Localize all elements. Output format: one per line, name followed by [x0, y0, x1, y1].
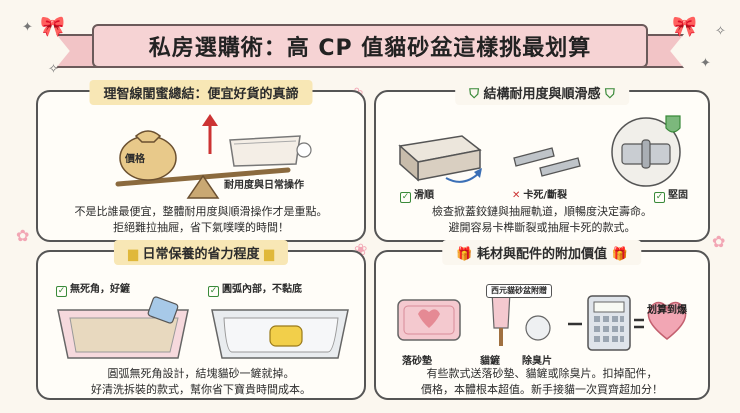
sturdy-label-text: 堅固	[668, 190, 688, 201]
durability-caption-2: 避開容易卡榫斷裂或抽屜卡死的款式。	[448, 221, 636, 234]
cleaning-panel: ▆ 日常保養的省力程度 ▆ ✓無死角，好鏟 ✓圓弧內部，不黏底 圓弧無死角設計，…	[36, 240, 366, 400]
accessories-panel-title: 🎁 耗材與配件的附加價值 🎁	[442, 240, 642, 265]
flower-icon: ✿	[712, 232, 726, 251]
durability-title-text: 結構耐用度與順滑感	[483, 87, 601, 102]
gift-icon: 🎁	[611, 247, 628, 262]
bow-icon: 🎀	[672, 14, 697, 38]
no-corner-label-text: 無死角，好鏟	[70, 284, 130, 295]
sparkle-icon: ✧	[48, 62, 59, 77]
durability-label: 耐用度與日常操作	[224, 180, 304, 191]
accessories-title-text: 耗材與配件的附加價值	[476, 247, 608, 262]
no-corner-label: ✓無死角，好鏟	[56, 280, 130, 297]
cleaning-illustration	[57, 296, 349, 359]
accessories-caption-2: 價格，本體根本超值。新手接貓一次買齊超加分！	[421, 383, 663, 396]
round-label-text: 圓弧內部，不黏底	[222, 284, 302, 295]
stuck-label: ✕卡死/斷裂	[512, 186, 567, 201]
cleaning-panel-title: ▆ 日常保養的省力程度 ▆	[113, 240, 289, 265]
sponge-icon: ▆	[264, 247, 275, 262]
price-tag-label: 價格	[125, 154, 145, 165]
heart-text: 划算到爆	[647, 305, 687, 316]
heart-icon	[647, 301, 687, 340]
shield-icon: ⛉	[469, 87, 479, 102]
cleaning-caption-1: 圓弧無死角設計，結塊貓砂一鏟就掉。	[107, 367, 295, 380]
shield-icon: ⛉	[605, 87, 615, 102]
gift-icon: 🎁	[456, 247, 473, 262]
smooth-label-text: 滑順	[414, 190, 434, 201]
sparkle-icon: ✧	[715, 24, 726, 39]
durability-panel: ⛉ 結構耐用度與順滑感 ⛉ ✓滑順 ✕卡死/斷裂 ✓堅固 檢查掀蓋鉸鏈與抽屜軌道…	[374, 80, 710, 242]
cleaning-title-text: 日常保養的省力程度	[142, 247, 260, 262]
cross-icon: ✕	[512, 190, 521, 201]
page-title: 私房選購術：高 CP 值貓砂盆這樣挑最划算	[148, 36, 592, 61]
round-label: ✓圓弧內部，不黏底	[208, 280, 302, 297]
cleaning-caption-2: 好清洗拆裝的款式，幫你省下寶貴時間成本。	[91, 383, 311, 396]
freebie-tag: 西元貓砂盆附贈	[486, 284, 552, 298]
scoop-label: 貓鏟	[480, 356, 500, 367]
title-banner: 私房選購術：高 CP 值貓砂盆這樣挑最划算	[92, 24, 648, 68]
check-icon: ✓	[400, 192, 411, 203]
check-icon: ✓	[56, 286, 67, 297]
bow-icon: 🎀	[40, 14, 65, 38]
seesaw-illustration	[115, 114, 312, 199]
sparkle-icon: ✦	[22, 20, 33, 35]
budget-caption-1: 不是比誰最便宜，整體耐用度與順滑操作才是重點。	[74, 205, 328, 218]
smooth-label: ✓滑順	[400, 186, 434, 203]
accessories-illustration	[397, 291, 644, 351]
durability-panel-title: ⛉ 結構耐用度與順滑感 ⛉	[455, 80, 629, 105]
deodorant-label: 除臭片	[522, 356, 552, 367]
sturdy-label: ✓堅固	[654, 186, 688, 203]
check-icon: ✓	[654, 192, 665, 203]
budget-panel: 理智線閨蜜總結：便宜好貨的真諦 價格 耐用度與日常操作 不是比誰最便宜，整體耐用…	[36, 80, 366, 242]
durability-caption-1: 檢查掀蓋鉸鏈與抽屜軌道，順暢度決定壽命。	[432, 205, 652, 218]
mat-label: 落砂墊	[402, 356, 432, 367]
stuck-label-text: 卡死/斷裂	[523, 190, 568, 201]
accessories-caption-1: 有些款式送落砂墊、貓鏟或除臭片。扣掉配件，	[426, 367, 658, 380]
budget-caption-2: 拒絕難拉抽屜，省下氣噗噗的時間！	[113, 221, 289, 234]
check-icon: ✓	[208, 286, 219, 297]
durability-illustration	[398, 115, 681, 187]
sponge-icon: ▆	[127, 247, 138, 262]
budget-panel-title: 理智線閨蜜總結：便宜好貨的真諦	[89, 80, 313, 105]
sparkle-icon: ✦	[700, 56, 711, 71]
flower-icon: ✿	[16, 226, 30, 245]
